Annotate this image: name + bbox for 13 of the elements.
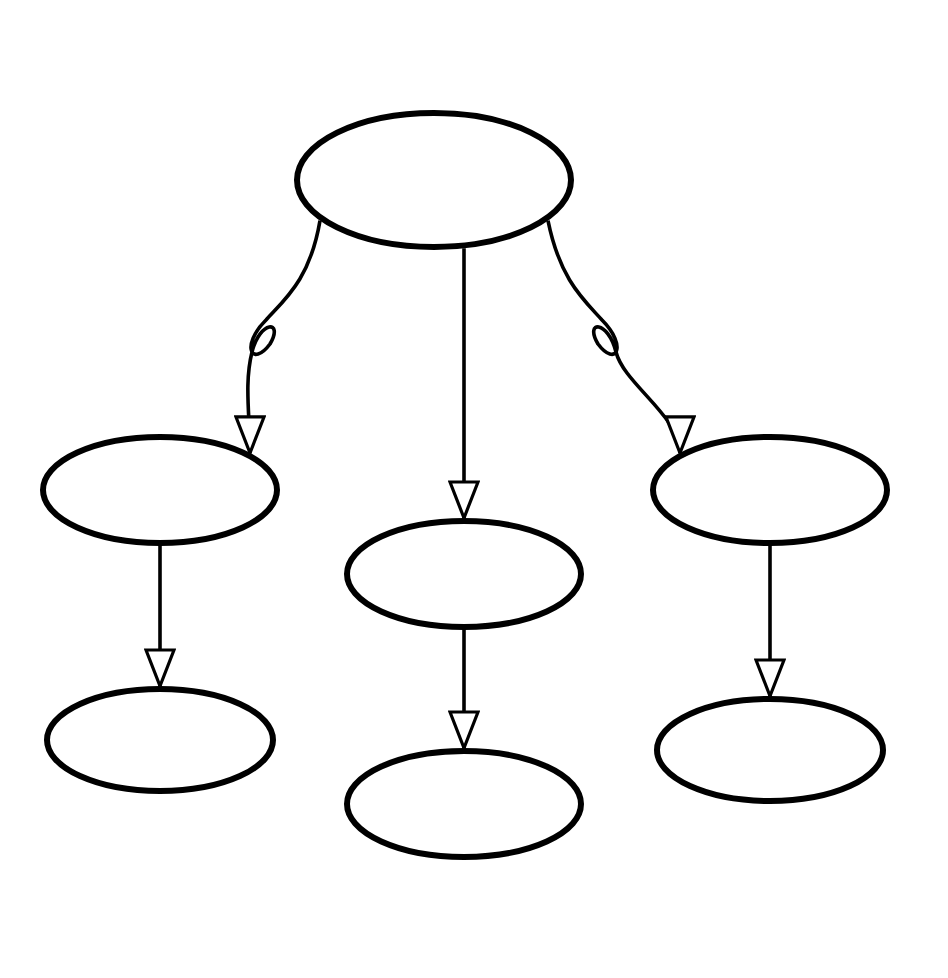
ellipse-node (344, 748, 584, 860)
arrow (448, 248, 480, 520)
ellipse-node (44, 686, 276, 794)
arrow (546, 220, 692, 455)
arrow (144, 546, 176, 688)
ellipse-node (40, 434, 280, 546)
arrow (233, 220, 322, 455)
ellipse-node (654, 696, 886, 804)
ellipse-node (294, 110, 574, 250)
arrow (448, 630, 480, 750)
arrow (754, 546, 786, 698)
ellipse-node (650, 434, 890, 546)
ellipse-node (344, 518, 584, 630)
